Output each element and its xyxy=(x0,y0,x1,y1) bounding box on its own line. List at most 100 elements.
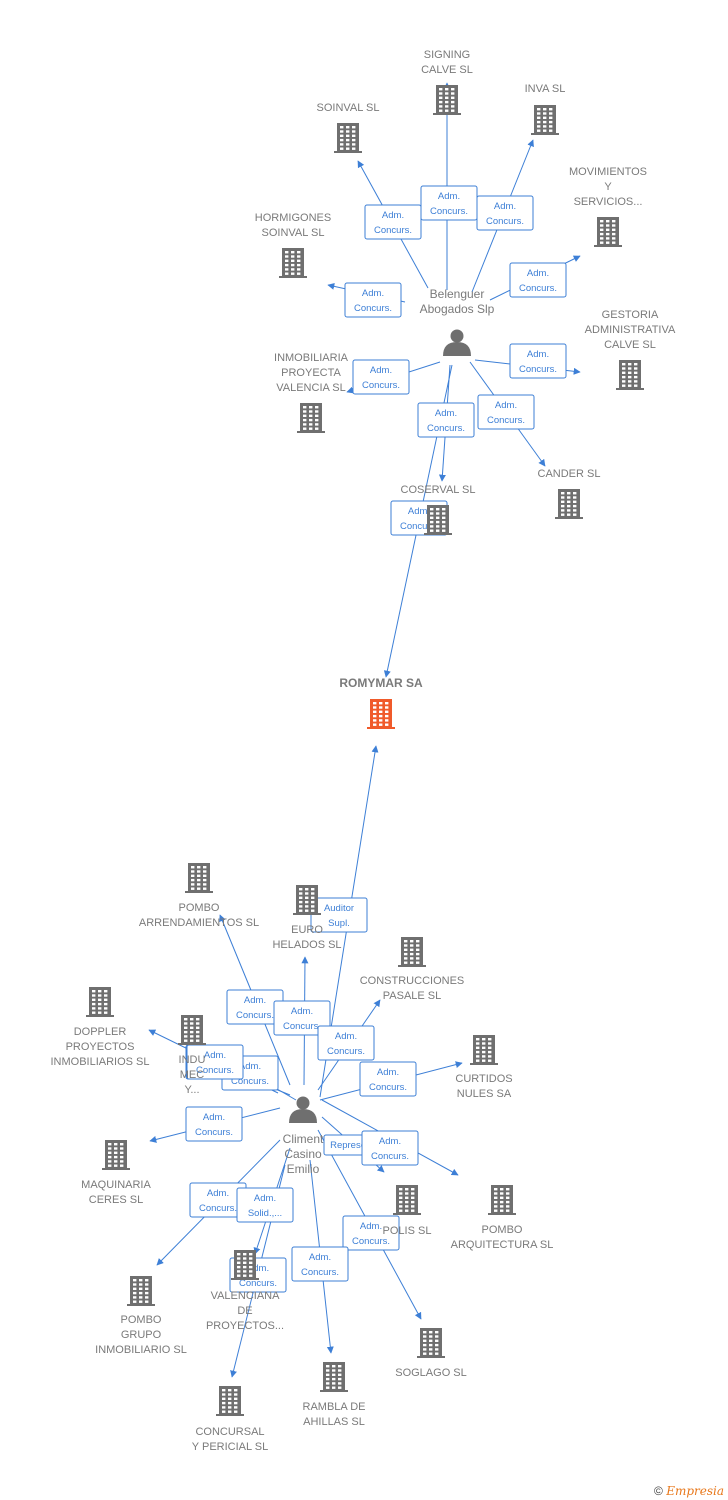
edge-label-box[interactable]: Adm.Concurs. xyxy=(273,1000,331,1036)
building-icon xyxy=(433,85,461,115)
node-curtidos[interactable]: CURTIDOS NULES SA xyxy=(455,1035,513,1100)
edge-label-box[interactable]: Adm.Concurs. xyxy=(186,1044,244,1080)
edge-label-text: Adm. xyxy=(370,365,392,376)
building-icon xyxy=(555,489,583,519)
node-valenciana[interactable]: VALENCIANADEPROYECTOS... xyxy=(206,1250,284,1332)
edge-label-text: Concurs. xyxy=(199,1203,237,1214)
edge-label-text: Concurs. xyxy=(327,1046,365,1057)
node-label: Abogados Slp xyxy=(420,302,495,316)
node-label: PROYECTA xyxy=(281,367,341,379)
edge-label-box[interactable]: Adm.Concurs. xyxy=(476,195,534,231)
node-concursal[interactable]: CONCURSAL Y PERICIAL SL xyxy=(192,1386,268,1453)
edge-label-box[interactable]: Adm.Concurs. xyxy=(509,262,567,298)
edge-label-box[interactable]: Adm.Concurs. xyxy=(317,1025,375,1061)
node-label: HELADOS SL xyxy=(272,939,341,951)
edge-label-text: Adm. xyxy=(527,349,549,360)
node-label: GESTORIA xyxy=(602,309,659,321)
edge-label-text: Concurs. xyxy=(519,283,557,294)
node-indu[interactable]: INDUMECY... xyxy=(178,1015,206,1096)
edge-label-text: Adm. xyxy=(438,191,460,202)
edge-label-box[interactable]: Adm.Concurs. xyxy=(344,282,402,318)
edge-label-text: Adm. xyxy=(494,201,516,212)
edge-label-box[interactable]: Adm.Concurs. xyxy=(417,402,475,438)
edge-label-box[interactable]: Adm.Concurs. xyxy=(477,394,535,430)
edge-label-box[interactable]: Adm.Concurs. xyxy=(185,1106,243,1142)
node-coserval[interactable]: COSERVAL SL xyxy=(401,484,476,535)
node-label: Belenguer xyxy=(430,287,485,301)
node-label: DOPPLER xyxy=(74,1026,127,1038)
node-label: Y PERICIAL SL xyxy=(192,1441,268,1453)
building-icon xyxy=(393,1185,421,1215)
node-label: Y... xyxy=(184,1084,199,1096)
edge-label-box[interactable]: Adm.Concurs. xyxy=(226,989,284,1025)
node-label: SOINVAL SL xyxy=(262,227,325,239)
footer-brand[interactable]: © Empresia xyxy=(654,1484,724,1498)
node-soinval[interactable]: SOINVAL SL xyxy=(317,102,380,153)
edge-label-box[interactable]: Adm.Concurs. xyxy=(361,1130,419,1166)
building-icon xyxy=(488,1185,516,1215)
node-label: Y xyxy=(604,181,612,193)
node-movimientos[interactable]: MOVIMIENTOSYSERVICIOS... xyxy=(569,166,647,247)
edge-label-box[interactable]: Adm.Concurs. xyxy=(342,1215,400,1251)
edge-label-text: Concurs. xyxy=(239,1278,277,1289)
node-label: NULES SA xyxy=(457,1088,512,1100)
building-icon xyxy=(216,1386,244,1416)
edge-label-box[interactable]: Adm.Concurs. xyxy=(420,185,478,221)
edge-label-box[interactable]: Adm.Solid.,... xyxy=(236,1187,294,1223)
node-cander[interactable]: CANDER SL xyxy=(538,468,601,519)
edge-label-text: Adm. xyxy=(247,1263,269,1274)
edge-label-text: Auditor xyxy=(324,903,354,914)
node-soglago[interactable]: SOGLAGO SL xyxy=(395,1328,467,1379)
node-label: INVA SL xyxy=(525,83,566,95)
node-label: CONCURSAL xyxy=(195,1426,264,1438)
node-label: VALENCIA SL xyxy=(276,382,346,394)
edge-label-text: Concurs. xyxy=(519,364,557,375)
node-label: RAMBLA DE xyxy=(303,1401,366,1413)
node-label: CURTIDOS xyxy=(455,1073,512,1085)
node-label: MEC xyxy=(180,1069,205,1081)
node-polis[interactable]: POLIS SL xyxy=(383,1185,432,1237)
edge-label-box[interactable]: Adm.Concurs. xyxy=(189,1182,247,1218)
edge-label-text: Concurs. xyxy=(362,380,400,391)
edge-label-text: Concurs. xyxy=(283,1021,321,1032)
node-label: HORMIGONES xyxy=(255,212,331,224)
copyright-symbol: © xyxy=(654,1484,663,1498)
edge-label-text: Concurs. xyxy=(195,1127,233,1138)
building-icon xyxy=(616,360,644,390)
building-icon xyxy=(297,403,325,433)
edge-label-box[interactable]: Adm. Concurs. xyxy=(352,359,410,395)
node-label: CONSTRUCCIONES xyxy=(360,975,465,987)
node-hormigones[interactable]: HORMIGONES SOINVAL SL xyxy=(255,212,331,278)
edge-label-text: Concurs. xyxy=(354,303,392,314)
node-inva[interactable]: INVA SL xyxy=(525,83,566,135)
building-icon xyxy=(470,1035,498,1065)
node-label: SERVICIOS... xyxy=(574,196,643,208)
person-icon xyxy=(443,329,471,356)
edge-label-text: Adm. xyxy=(408,506,430,517)
edge-label-text: Adm. xyxy=(495,400,517,411)
edge-label-box[interactable]: Adm.Concurs. xyxy=(364,204,422,240)
edge-label-box[interactable]: Adm.Concurs. xyxy=(291,1246,349,1282)
edge-label-text: Adm. xyxy=(382,210,404,221)
node-label: POLIS SL xyxy=(383,1225,432,1237)
edge-label-box[interactable]: Adm. Concurs. xyxy=(509,343,567,379)
edge-label-text: Concurs. xyxy=(400,521,438,532)
edge-label-box[interactable]: Adm.Concurs. xyxy=(359,1061,417,1097)
node-romymar[interactable]: ROMYMAR SA xyxy=(339,676,423,729)
building-icon xyxy=(417,1328,445,1358)
